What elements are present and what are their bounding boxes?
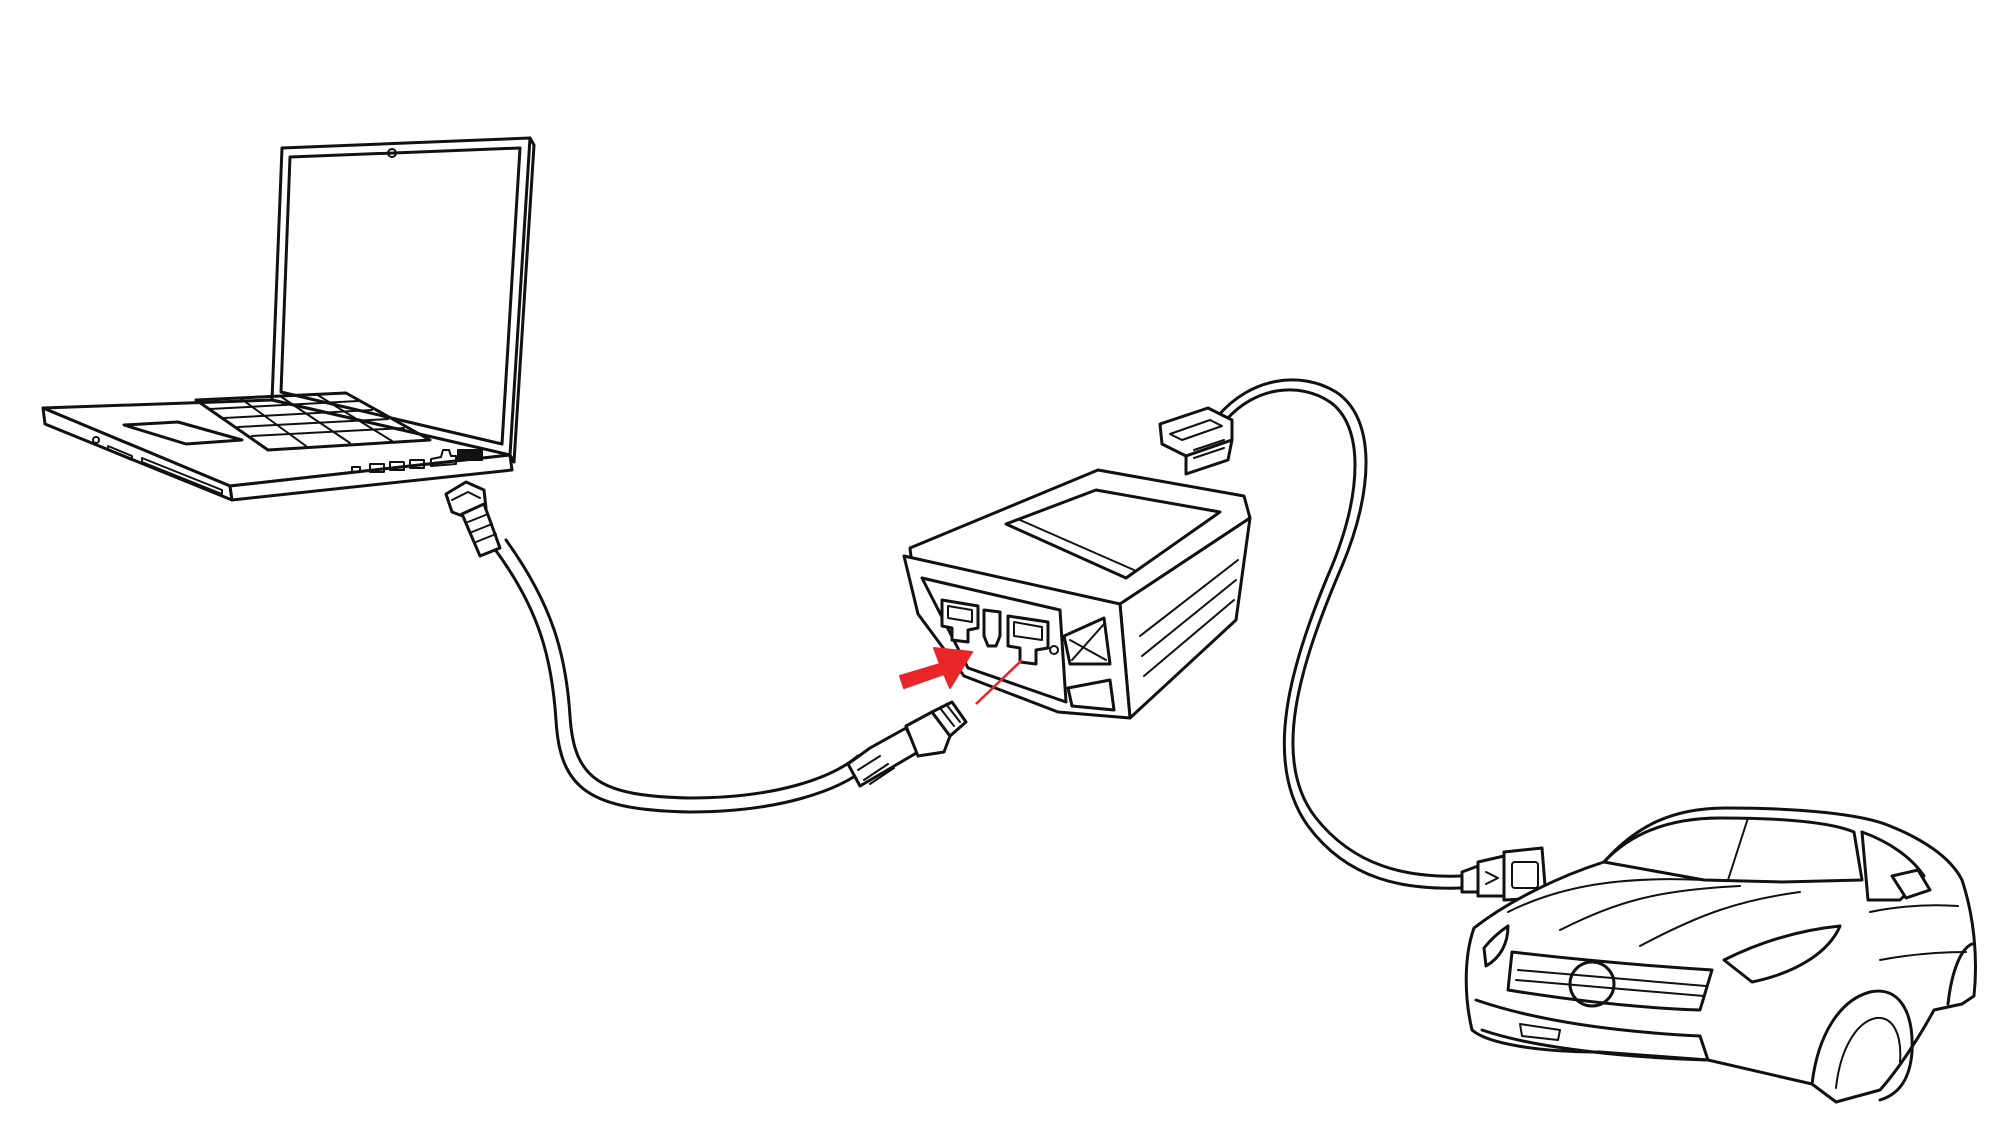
car-wheel-icon — [1810, 989, 1914, 1102]
interface-vents — [1062, 616, 1116, 712]
leader-line — [975, 659, 1023, 705]
laptop-keyboard — [194, 391, 432, 452]
laptop-trackpad — [122, 420, 244, 446]
car-grille — [1506, 950, 1714, 1012]
obd-cable — [1158, 378, 1548, 902]
laptop-icon — [41, 136, 536, 502]
db-connector — [1158, 406, 1234, 476]
headlight-icon — [1722, 924, 1842, 984]
laptop-ethernet-port — [430, 449, 457, 467]
webcam-icon — [387, 148, 397, 158]
side-mirror-icon — [1890, 868, 1932, 900]
interface-usb-port — [982, 608, 1002, 648]
interface-ports — [940, 598, 1059, 666]
obd2-connector — [1460, 846, 1548, 902]
arrow-icon — [899, 647, 973, 689]
laptop-ports — [351, 449, 483, 473]
diagnostic-interface-icon — [902, 468, 1252, 720]
car-icon — [1464, 806, 1977, 1104]
ethernet-cable — [444, 480, 968, 814]
audio-jack-icon — [92, 436, 100, 444]
rj45-connector — [846, 700, 968, 788]
laptop-base — [41, 391, 514, 502]
interface-lan-port — [1006, 614, 1050, 666]
rj45-connector — [444, 480, 502, 558]
